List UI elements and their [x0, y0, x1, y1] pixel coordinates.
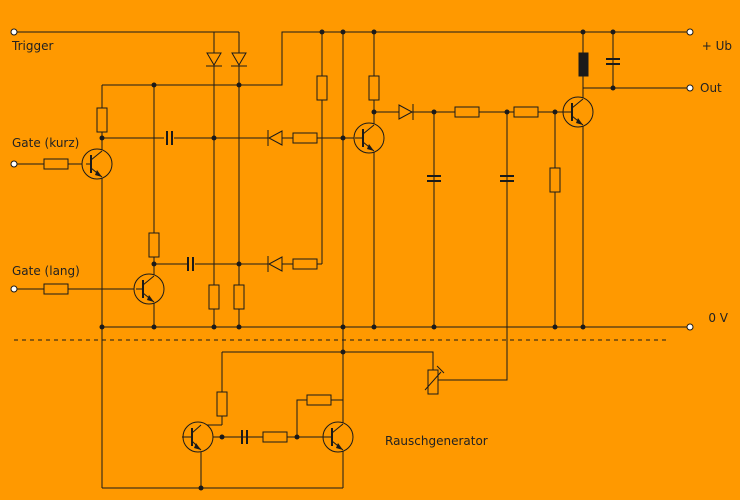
gate-short-label: Gate (kurz): [12, 136, 79, 150]
capacitor-c4: [500, 175, 514, 182]
resistor-r3: [43, 283, 69, 295]
trigger-label: Trigger: [11, 39, 53, 53]
diode-d2: [231, 52, 247, 67]
supply-label: + Ub: [702, 39, 732, 53]
diode-d3: [267, 130, 283, 146]
noise-generator-label: Rauschgenerator: [385, 434, 488, 448]
resistor-r4: [148, 232, 160, 258]
terminals: [10, 28, 694, 331]
transistor-t4: [562, 96, 594, 128]
load-resistor: [578, 52, 589, 77]
resistor-r7: [316, 75, 328, 101]
labels: Trigger Gate (kurz) Gate (lang) + Ub Out…: [11, 39, 732, 448]
resistor-r15: [306, 394, 332, 406]
transistors: [81, 96, 594, 453]
resistor-r9: [292, 258, 318, 270]
resistor-r16: [262, 431, 288, 443]
wires: [14, 31, 690, 489]
diode-d5: [398, 104, 414, 120]
diode-d4: [267, 256, 283, 272]
resistor-r12: [513, 106, 539, 118]
gate-short-terminal: [10, 160, 18, 168]
resistor-r13: [549, 167, 561, 193]
capacitor-c2: [187, 257, 194, 271]
resistor-r8: [292, 132, 318, 144]
capacitors: [164, 58, 620, 444]
resistor-r1: [96, 107, 108, 133]
resistors: [43, 52, 589, 443]
capacitor-c3: [427, 175, 441, 182]
diode-d1: [206, 52, 222, 67]
capacitor-c5: [606, 58, 620, 65]
out-terminal: [686, 84, 694, 92]
transistor-t6: [320, 421, 354, 453]
resistor-r14: [216, 391, 228, 417]
gate-long-label: Gate (lang): [12, 264, 80, 278]
resistor-r10: [368, 75, 380, 101]
resistor-r6: [233, 284, 245, 310]
ground-label: 0 V: [708, 311, 728, 325]
resistor-r5: [208, 284, 220, 310]
capacitor-c1: [164, 131, 173, 146]
transistor-t2: [133, 273, 165, 305]
transistor-t1: [81, 148, 113, 180]
gate-long-terminal: [10, 285, 18, 293]
out-label: Out: [700, 81, 722, 95]
capacitor-c6: [241, 430, 248, 444]
junctions: [99, 29, 616, 491]
transistor-t3: [353, 122, 385, 154]
transistor-t5: [182, 421, 214, 453]
ground-terminal: [686, 323, 694, 331]
supply-terminal: [686, 28, 694, 36]
resistor-r2: [43, 158, 69, 170]
trigger-terminal: [10, 28, 18, 36]
potentiometer: [424, 365, 445, 395]
resistor-r11: [454, 106, 480, 118]
diodes: [206, 52, 414, 272]
